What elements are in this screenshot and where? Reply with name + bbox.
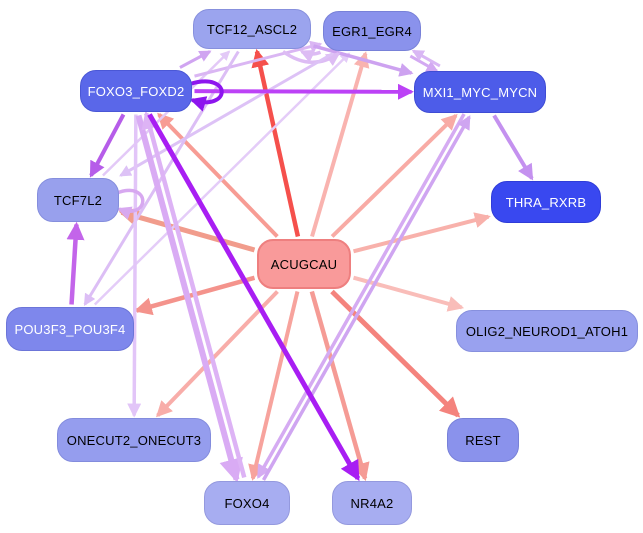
node-label: REST (465, 432, 501, 448)
edge-mxi1_myc_mycn-foxo4[interactable] (256, 113, 466, 479)
node-onecut2_onecut3[interactable]: ONECUT2_ONECUT3 (57, 418, 211, 462)
edge-foxo3_foxd2-egr1_egr4[interactable] (194, 40, 323, 78)
edge-foxo3_foxd2-tcf12_ascl2[interactable] (179, 50, 212, 69)
edge-foxo3_foxd2-foxo4[interactable] (135, 114, 243, 484)
node-foxo4[interactable]: FOXO4 (204, 481, 290, 525)
node-label: OLIG2_NEUROD1_ATOH1 (465, 323, 629, 339)
edge-acugcau-olig2_neurod1_atoh1[interactable] (352, 275, 465, 312)
node-foxo3_foxd2[interactable]: FOXO3_FOXD2 (80, 70, 192, 112)
edge-pou3f3_pou3f4-tcf7l2[interactable] (66, 221, 85, 305)
edge-acugcau-onecut2_onecut3[interactable] (155, 290, 279, 418)
node-label: FOXO3_FOXD2 (87, 83, 185, 99)
node-label: MXI1_MYC_MYCN (422, 84, 538, 100)
node-egr1_egr4[interactable]: EGR1_EGR4 (323, 11, 421, 51)
node-nr4a2[interactable]: NR4A2 (332, 481, 412, 525)
node-tcf12_ascl2[interactable]: TCF12_ASCL2 (193, 9, 311, 49)
node-mxi1_myc_mycn[interactable]: MXI1_MYC_MYCN (414, 71, 546, 113)
edge-pou3f3_pou3f4-egr1_egr4[interactable] (93, 52, 351, 306)
edge-acugcau-tcf7l2[interactable] (118, 207, 256, 253)
edge-foxo3_foxd2-foxo3_foxd2[interactable] (189, 79, 224, 112)
edge-acugcau-tcf12_ascl2[interactable] (251, 48, 301, 237)
edge-acugcau-foxo4[interactable] (248, 291, 300, 481)
edge-foxo4-mxi1_myc_mycn[interactable] (261, 115, 471, 481)
node-label: NR4A2 (350, 495, 394, 511)
edge-acugcau-foxo3_foxd2[interactable] (157, 112, 279, 238)
node-label: FOXO4 (224, 495, 270, 511)
edge-acugcau-mxi1_myc_mycn[interactable] (330, 113, 458, 238)
node-label: TCF12_ASCL2 (206, 21, 298, 37)
node-label: ACUGCAU (270, 256, 338, 272)
node-olig2_neurod1_atoh1[interactable]: OLIG2_NEUROD1_ATOH1 (456, 310, 638, 352)
node-label: THRA_RXRB (505, 194, 587, 210)
node-label: TCF7L2 (53, 192, 103, 208)
edge-acugcau-rest[interactable] (330, 289, 461, 418)
node-rest[interactable]: REST (447, 418, 519, 462)
edge-foxo4-foxo3_foxd2[interactable] (141, 110, 247, 479)
edge-acugcau-thra_rxrb[interactable] (353, 212, 491, 254)
edge-acugcau-egr1_egr4[interactable] (310, 51, 370, 238)
node-tcf7l2[interactable]: TCF7L2 (37, 178, 119, 222)
node-thra_rxrb[interactable]: THRA_RXRB (491, 181, 601, 223)
edge-egr1_egr4-tcf12_ascl2[interactable] (299, 49, 322, 63)
edge-tcf7l2-tcf7l2[interactable] (116, 188, 145, 220)
edge-tcf12_ascl2-egr1_egr4[interactable] (282, 50, 341, 66)
edge-foxo3_foxd2-mxi1_myc_mycn[interactable] (194, 83, 414, 100)
edge-foxo3_foxd2-nr4a2[interactable] (147, 113, 361, 482)
edge-mxi1_myc_mycn-thra_rxrb[interactable] (492, 114, 534, 181)
edge-mxi1_myc_mycn-egr1_egr4[interactable] (411, 49, 441, 68)
edge-foxo3_foxd2-tcf7l2[interactable] (89, 113, 126, 178)
edge-foxo3_foxd2-onecut2_onecut3[interactable] (127, 114, 142, 418)
node-label: ONECUT2_ONECUT3 (66, 432, 202, 448)
node-label: POU3F3_POU3F4 (14, 321, 126, 337)
node-acugcau[interactable]: ACUGCAU (257, 239, 351, 289)
edge-tcf12_ascl2-mxi1_myc_mycn[interactable] (313, 44, 414, 77)
node-pou3f3_pou3f4[interactable]: POU3F3_POU3F4 (6, 307, 134, 351)
node-label: EGR1_EGR4 (332, 23, 412, 39)
edge-acugcau-nr4a2[interactable] (309, 290, 370, 482)
